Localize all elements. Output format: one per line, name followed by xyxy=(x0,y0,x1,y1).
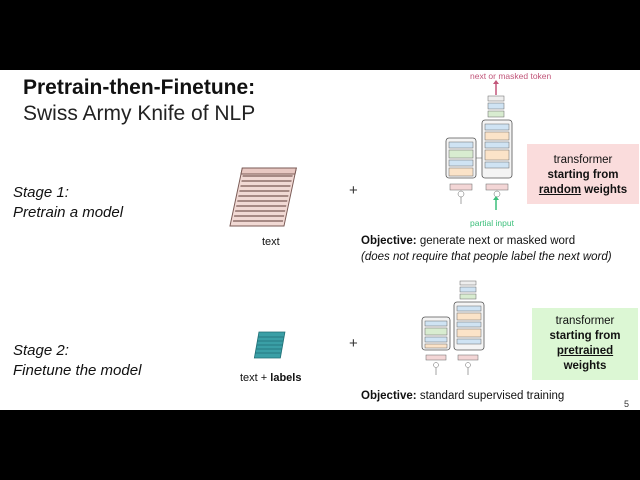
slide-title: Pretrain-then-Finetune: xyxy=(23,76,256,99)
stage1-line2: Pretrain a model xyxy=(13,204,124,221)
stage2-caption-text: text + xyxy=(240,372,271,384)
stage1-objective-note: (does not require that people label the … xyxy=(361,251,612,263)
top-label: next or masked token xyxy=(470,71,552,81)
stage1-line1: Stage 1: xyxy=(13,184,69,201)
stage2-line2: Finetune the model xyxy=(13,362,142,379)
stage2-box-line2: starting from xyxy=(549,330,621,342)
stage2-caption-labels: labels xyxy=(270,372,302,384)
stage2-heading: Stage 2: Finetune the model xyxy=(13,341,141,381)
slide: Pretrain-then-Finetune: Swiss Army Knife… xyxy=(0,70,640,410)
stage2-objective-text: standard supervised training xyxy=(419,390,565,402)
stage1-box-line2: starting from xyxy=(547,169,619,181)
paper-stack-icon xyxy=(229,167,297,227)
stage1-box-line1: transformer xyxy=(553,154,613,166)
transformer-diagram-2-icon xyxy=(421,280,485,375)
transformer-diagram-icon xyxy=(445,80,513,210)
stage1-box-line3-rest: weights xyxy=(584,184,628,196)
stage1-objective-label: Objective: xyxy=(361,235,417,247)
stage1-plus: + xyxy=(349,182,358,199)
stage2-box-line4: weights xyxy=(563,360,607,372)
stage1-data-caption: text xyxy=(262,236,280,248)
stage2-plus: + xyxy=(349,335,358,352)
page-number: 5 xyxy=(623,399,629,409)
stage1-heading: Stage 1: Pretrain a model xyxy=(13,183,123,223)
stage2-objective: Objective: standard supervised training xyxy=(361,390,564,402)
stage1-objective: Objective: generate next or masked word xyxy=(361,235,575,247)
stage2-objective-label: Objective: xyxy=(361,390,417,402)
stage2-data-caption: text + labels xyxy=(240,372,301,384)
stage1-objective-text: generate next or masked word xyxy=(419,235,576,247)
stage2-line1: Stage 2: xyxy=(13,342,69,359)
stage2-box-underlined: pretrained xyxy=(556,345,614,357)
bottom-label: partial input xyxy=(470,218,514,228)
stage1-transformer-box: transformer starting from random weights xyxy=(527,144,639,204)
labeled-stack-icon xyxy=(253,331,286,359)
stage2-transformer-box: transformer starting from pretrained wei… xyxy=(532,308,638,380)
stage1-box-underlined: random xyxy=(538,184,582,196)
stage2-box-line1: transformer xyxy=(555,315,615,327)
slide-subtitle: Swiss Army Knife of NLP xyxy=(23,102,256,125)
